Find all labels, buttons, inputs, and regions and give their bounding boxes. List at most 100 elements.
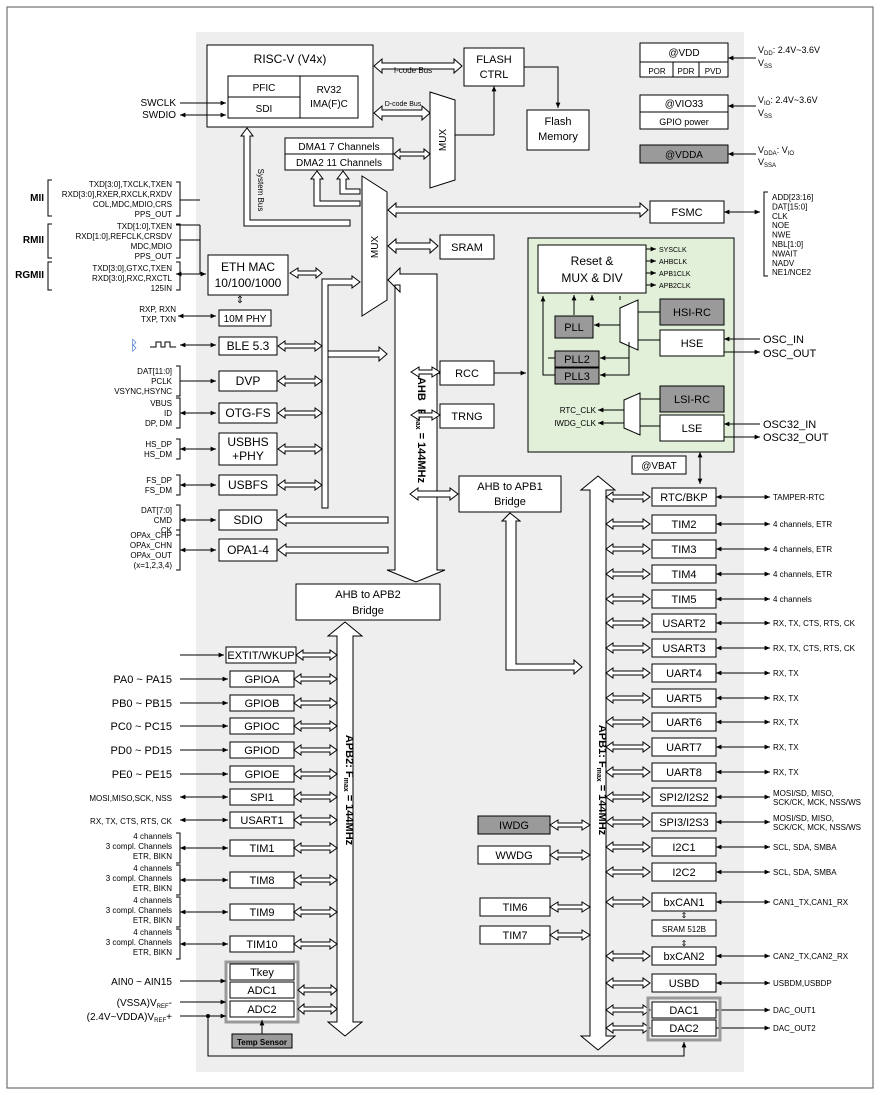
hsirc-block — [659, 298, 725, 326]
fsmc-signal: NE1/NCE2 — [772, 268, 812, 277]
pll-src-mux — [619, 299, 639, 351]
apb1-signal: USBDM,USBDP — [773, 979, 832, 988]
eth-bus-arrow — [289, 266, 323, 280]
wwdg-label: WWDG — [495, 850, 532, 862]
lse-block — [659, 414, 725, 442]
trng-label: TRNG — [451, 411, 482, 423]
mii-signal: TXD[3:0],TXCLK,TXEN — [89, 180, 172, 189]
swclk-label: SWCLK — [140, 98, 176, 109]
apb2-bridge-line2: Bridge — [352, 605, 384, 617]
apb2-bridge-line1: AHB to APB2 — [335, 589, 400, 601]
apb2-signal: MOSI,MISO,SCK, NSS — [89, 794, 172, 803]
sdio-signal: DAT[7:0] — [141, 506, 172, 515]
usbfs-label: USBFS — [228, 478, 268, 492]
opa-signal: OPAx_CHP — [130, 531, 172, 540]
lsirc-block — [659, 385, 725, 413]
opa-block: OPA1-4OPAx_CHPOPAx_CHNOPAx_OUT(x=1,2,3,4… — [130, 529, 389, 571]
clock-out-sysclk: SYSCLK — [659, 247, 687, 254]
apb1-uart8-label: UART8 — [666, 767, 702, 779]
dma-bus-arrow-1 — [310, 170, 361, 207]
flash-memory-block — [526, 109, 590, 151]
apb2-signal: PE0 ~ PE15 — [112, 769, 172, 781]
apb1-signal-2: SCK/CK, MCK, NSS/WS — [773, 823, 861, 832]
reset-line2: MUX & DIV — [561, 271, 622, 285]
dvp-signal: VSYNC,HSYNC — [114, 387, 172, 396]
pfic-label: PFIC — [253, 83, 276, 94]
dvp-signal: DAT[11:0] — [137, 367, 172, 376]
usbfs-signal: FS_DP — [146, 476, 172, 485]
apb2-tim10-label: TIM10 — [246, 939, 277, 951]
opa-signal: OPAx_CHN — [130, 541, 172, 550]
osc32-in-label: OSC32_IN — [763, 419, 816, 431]
apb1-signal: 4 channels, ETR — [773, 545, 832, 554]
hsirc-label: HSI-RC — [673, 307, 711, 319]
apb1-signal: 4 channels, ETR — [773, 520, 832, 529]
apb2-tim1-label: TIM1 — [249, 843, 274, 855]
rgmii-signal: RXD[3:0],RXC,RXCTL — [92, 274, 173, 283]
apb2-signal: PD0 ~ PD15 — [111, 745, 172, 757]
iwdg-label: IWDG — [499, 820, 529, 832]
apb1-bridge-line1: AHB to APB1 — [477, 481, 542, 493]
apb2-gpiod-block: GPIOD PD0 ~ PD15 — [111, 741, 338, 759]
usbhs-signal: HS_DP — [145, 440, 172, 449]
ahb-to-left-arrow — [327, 345, 388, 363]
otg-fs-signal: VBUS — [150, 399, 172, 408]
apb2-signal: 4 channels — [133, 864, 172, 873]
vio33-label: @VIO33 — [665, 99, 704, 110]
fsmc-signal: NWE — [772, 231, 791, 240]
apb2-signal: PC0 ~ PC15 — [111, 721, 172, 733]
otg-fs-signal: DP, DM — [145, 419, 172, 428]
tkey-label: Tkey — [250, 967, 274, 979]
can-sram-label: SRAM 512B — [662, 925, 706, 934]
vbat-label: @VBAT — [641, 461, 677, 472]
flash-ctrl-line2: CTRL — [480, 69, 509, 81]
flash-memory-line2: Memory — [538, 131, 578, 143]
apb2-signal: PA0 ~ PA15 — [113, 674, 172, 686]
hse-block — [659, 329, 725, 357]
apb1-tim5-label: TIM5 — [671, 594, 696, 606]
adc1-block — [229, 981, 295, 999]
rf-signal-icon — [150, 341, 176, 348]
usbhs-label-2: +PHY — [232, 449, 264, 463]
reset-line1: Reset & — [571, 254, 614, 268]
trng-bus-arrow — [410, 409, 441, 421]
reset-mux-div-block — [537, 244, 647, 294]
apb1-spi2-i2s2-label: SPI2/I2S2 — [659, 792, 709, 804]
can-sram-block — [651, 919, 717, 937]
flash-ctrl-line1: FLASH — [476, 54, 512, 66]
apb1-i2c1-label: I2C1 — [672, 842, 695, 854]
apb2-signal: 3 compl. Channels — [106, 842, 172, 851]
ain-label: AIN0 ~ AIN15 — [111, 977, 172, 988]
pll-block — [554, 315, 594, 339]
apb1-signal: MOSI/SD, MISO, — [773, 789, 834, 798]
fsmc-signal: NWAIT — [772, 249, 798, 258]
apb1-uart5-label: UART5 — [666, 693, 702, 705]
apb2-signal: ETR, BIKN — [133, 884, 172, 893]
apb2-gpiod-label: GPIOD — [244, 745, 280, 757]
tim6-label: TIM6 — [502, 902, 527, 914]
dma-bus-arrow-2 — [336, 170, 361, 195]
temp-sensor-label: Temp Sensor — [237, 1038, 287, 1047]
apb2-signal: 4 channels — [133, 928, 172, 937]
fsmc-signals: ADD[23:16]DAT[15:0]CLKNOENWENBL[1:0]NWAI… — [772, 193, 813, 277]
apb2-signal: ETR, BIKN — [133, 852, 172, 861]
apb1-dac2-label: DAC2 — [669, 1023, 698, 1035]
lsirc-label: LSI-RC — [674, 394, 710, 406]
vdd-spec: VDD: 2.4V~3.6V — [758, 45, 820, 57]
vdda-spec: VDDA: VIO — [758, 145, 794, 157]
apb1-signal: 4 channels, ETR — [773, 570, 832, 579]
dma1-label: DMA1 7 Channels — [298, 142, 379, 153]
fsmc-signal: ADD[23:16] — [772, 193, 813, 202]
flash-mux — [429, 91, 456, 189]
